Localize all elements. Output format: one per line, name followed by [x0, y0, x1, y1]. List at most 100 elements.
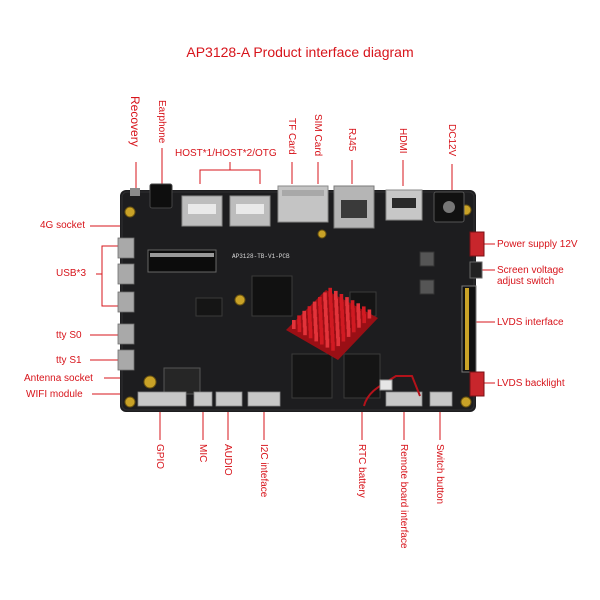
heatsink-fin: [330, 318, 334, 328]
label-screen-voltage: Screen voltage: [497, 265, 564, 276]
heatsink-fin: [324, 323, 329, 333]
mounting-hole-bl: [124, 396, 136, 408]
heatsink-fin: [313, 309, 317, 319]
recovery-button: [130, 188, 140, 196]
label-mic: MIC: [197, 444, 208, 463]
heatsink: [286, 287, 378, 360]
heatsink-fin: [345, 304, 350, 314]
earphone-jack: [149, 183, 173, 209]
label-gpio: GPIO: [154, 444, 165, 470]
usb-header-1: [117, 237, 135, 259]
heatsink-fin: [318, 312, 323, 322]
rj45-port-hole: [341, 200, 367, 218]
soc-chip: [251, 275, 293, 317]
switch-button-header: [429, 391, 453, 407]
label-remote-board: Remote board interface: [398, 444, 409, 549]
ram-chip-2: [343, 353, 381, 399]
heatsink-fin: [336, 329, 340, 339]
heatsink-fin: [307, 306, 312, 316]
heatsink-fin: [318, 297, 322, 306]
heatsink-fin: [325, 330, 329, 340]
flash-chip: [195, 297, 223, 317]
power-supply-connector: [469, 231, 485, 257]
i2c-header: [247, 391, 281, 407]
screen-voltage-switch: [469, 261, 483, 279]
mounting-hole-mid: [234, 294, 246, 306]
heatsink-fin: [345, 297, 349, 307]
mounting-holes: [124, 204, 472, 408]
heatsink-fin: [335, 321, 340, 331]
heatsink-fin: [341, 324, 345, 334]
heatsink-fin: [341, 332, 346, 342]
heatsink-fin: [319, 327, 324, 337]
label-recovery: Recovery: [128, 96, 142, 147]
heatsink-fin: [329, 310, 334, 320]
tf-sim-socket-top: [282, 190, 324, 196]
heatsink-fin: [346, 312, 350, 322]
remote-board-header: [385, 391, 423, 407]
heatsink-fin: [356, 311, 361, 320]
diagram-title: AP3128-A Product interface diagram: [186, 44, 414, 60]
heatsink-fin: [351, 315, 356, 325]
label-host: HOST*1/HOST*2/OTG: [175, 148, 277, 159]
heatsink-fin: [328, 295, 333, 305]
gpio-header: [137, 391, 187, 407]
heatsink-fin: [308, 313, 312, 323]
rtc-battery-plug: [379, 379, 393, 391]
label-hdmi: HDMI: [397, 128, 408, 154]
heatsink-fin: [330, 334, 335, 343]
heatsink-fin: [350, 300, 355, 310]
heatsink-fin: [329, 303, 333, 313]
heatsink-fin: [346, 327, 351, 337]
heatsink-fin: [302, 318, 307, 328]
heatsink-fin: [314, 324, 318, 334]
heatsink-fin: [352, 323, 356, 333]
left-headers: [117, 237, 135, 371]
heatsink-fin: [303, 326, 307, 336]
inductor: [419, 251, 435, 267]
audio-header: [215, 391, 243, 407]
heatsink-fin: [334, 290, 338, 300]
usb-host-port-2-slot: [236, 204, 264, 214]
heatsink-fin: [346, 320, 350, 330]
label-wifi-module: WIFI module: [26, 389, 83, 400]
heatsink-fin: [319, 320, 323, 330]
bottom-headers: [137, 391, 453, 407]
heatsink-fin: [325, 338, 330, 348]
heatsink-fin: [328, 287, 332, 297]
label-i2c: I2C inteface: [258, 444, 269, 498]
heatsink-fin: [323, 292, 327, 302]
label-audio: AUDIO: [222, 444, 233, 476]
heatsink-fin: [336, 337, 340, 347]
label-switch-button: Switch button: [434, 444, 445, 505]
heatsink-fin: [331, 341, 335, 351]
usb-host-port-1-slot: [188, 204, 216, 214]
heatsink-fin: [297, 323, 302, 333]
label-4g-socket: 4G socket: [40, 220, 86, 231]
heatsink-fin: [324, 315, 328, 325]
label-tty-s0: tty S0: [56, 330, 82, 341]
heatsink-fin: [357, 318, 361, 328]
heatsink-fin: [312, 301, 317, 311]
label-earphone: Earphone: [156, 100, 167, 144]
hdmi-port-slot: [392, 198, 416, 208]
heatsink-fin: [340, 309, 344, 319]
leader-usb3: [101, 245, 120, 307]
mic-header: [193, 391, 213, 407]
label-tf-card: TF Card: [286, 118, 297, 155]
label-rj45: RJ45: [346, 128, 357, 152]
heatsink-fin: [318, 304, 322, 314]
tty-s0-header: [117, 323, 135, 345]
label-power-supply: Power supply 12V: [497, 239, 578, 250]
heatsink-fin: [340, 317, 345, 327]
heatsink-fin: [351, 307, 355, 317]
label-antenna-socket: Antenna socket: [24, 373, 93, 384]
usb-header-2: [117, 263, 135, 285]
label-tty-s1: tty S1: [56, 355, 82, 366]
heatsink-fin: [302, 310, 306, 320]
heatsink-fin: [362, 314, 366, 324]
heatsink-fin: [313, 317, 318, 326]
tty-s1-header: [117, 349, 135, 371]
heatsink-fin: [324, 307, 328, 317]
heatsink-fin: [308, 329, 313, 339]
